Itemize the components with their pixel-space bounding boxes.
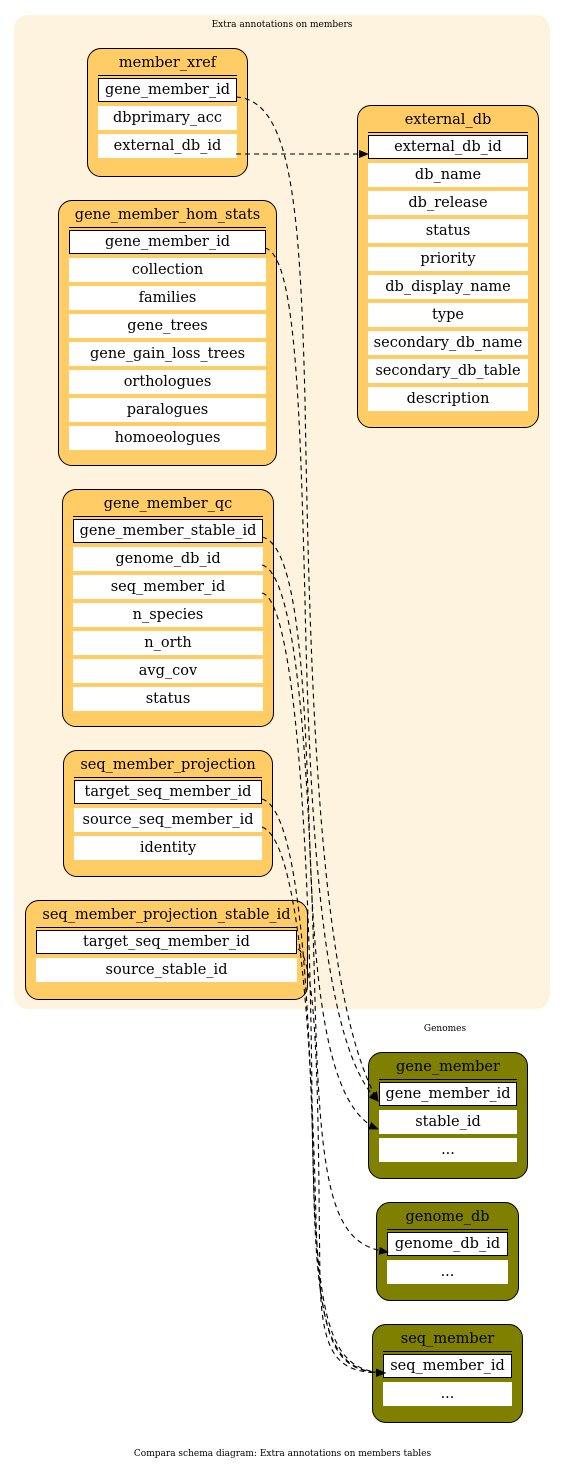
column-external-db-id[interactable]: external_db_id [98, 134, 237, 158]
column-secondary-db-name[interactable]: secondary_db_name [368, 331, 528, 355]
edge-projection-target-to-seq-member [261, 798, 386, 1377]
column-avg-cov[interactable]: avg_cov [73, 659, 263, 683]
column-db-display-name[interactable]: db_display_name [368, 275, 528, 299]
table-name: seq_member_projection [80, 757, 256, 773]
column-orthologues[interactable]: orthologues [69, 370, 266, 394]
column-db-release[interactable]: db_release [368, 191, 528, 215]
column-families[interactable]: families [69, 286, 266, 310]
column-n-species[interactable]: n_species [73, 603, 263, 627]
table-name: seq_member_projection_stable_id [42, 907, 291, 923]
column-description[interactable]: description [368, 387, 528, 411]
table-name: external_db [404, 112, 492, 128]
table-seq-member[interactable]: seq_member seq_member_id ... [372, 1324, 523, 1423]
edge-projection-stable-target-to-seq-member [297, 948, 386, 1377]
column-gene-member-id[interactable]: gene_member_id [98, 78, 237, 102]
table-gene-member[interactable]: gene_member gene_member_id stable_id ... [368, 1052, 528, 1179]
column-collection[interactable]: collection [69, 258, 266, 282]
table-gene-member-hom-stats[interactable]: gene_member_hom_stats gene_member_id col… [58, 200, 277, 466]
edge-qc-to-gene-member-stable-id [261, 536, 379, 1130]
column-identity[interactable]: identity [74, 836, 262, 860]
table-name: gene_member [396, 1059, 500, 1075]
column-paralogues[interactable]: paralogues [69, 398, 266, 422]
column-n-orth[interactable]: n_orth [73, 631, 263, 655]
table-external-db[interactable]: external_db external_db_id db_name db_re… [357, 105, 539, 428]
column-stable-id[interactable]: stable_id [379, 1110, 517, 1134]
column-gene-member-id[interactable]: gene_member_id [69, 230, 266, 254]
column-seq-member-id[interactable]: seq_member_id [383, 1354, 512, 1378]
cluster-title-genomes: Genomes [423, 1024, 467, 1034]
column-target-seq-member-id[interactable]: target_seq_member_id [36, 930, 297, 954]
column-source-seq-member-id[interactable]: source_seq_member_id [74, 808, 262, 832]
table-seq-member-projection-stable-id[interactable]: seq_member_projection_stable_id target_s… [25, 900, 308, 1000]
column-dbprimary-acc[interactable]: dbprimary_acc [98, 106, 237, 130]
edge-projection-source-to-seq-member [261, 826, 386, 1377]
cluster-title-extra-annotations: Extra annotations on members [211, 20, 353, 30]
column-ellipsis: ... [379, 1138, 517, 1162]
table-member-xref[interactable]: member_xref gene_member_id dbprimary_acc… [87, 48, 248, 177]
table-gene-member-qc[interactable]: gene_member_qc gene_member_stable_id gen… [62, 489, 274, 727]
column-seq-member-id[interactable]: seq_member_id [73, 575, 263, 599]
column-source-stable-id[interactable]: source_stable_id [36, 958, 297, 982]
column-type[interactable]: type [368, 303, 528, 327]
table-name: seq_member [400, 1331, 495, 1347]
table-name: gene_member_qc [103, 496, 233, 512]
edge-qc-to-seq-member [261, 592, 386, 1377]
diagram-caption: Compara schema diagram: Extra annotation… [133, 1449, 432, 1459]
edge-member-xref-to-gene-member [235, 96, 379, 1102]
column-gene-gain-loss-trees[interactable]: gene_gain_loss_trees [69, 342, 266, 366]
column-ellipsis: ... [387, 1260, 508, 1284]
column-genome-db-id[interactable]: genome_db_id [387, 1232, 508, 1256]
column-priority[interactable]: priority [368, 247, 528, 271]
column-status[interactable]: status [73, 687, 263, 711]
edge-qc-to-genome-db [261, 564, 389, 1255]
column-target-seq-member-id[interactable]: target_seq_member_id [74, 780, 262, 804]
table-name: genome_db [405, 1209, 490, 1225]
column-ellipsis: ... [383, 1382, 512, 1406]
table-seq-member-projection[interactable]: seq_member_projection target_seq_member_… [63, 750, 273, 877]
column-genome-db-id[interactable]: genome_db_id [73, 547, 263, 571]
column-status[interactable]: status [368, 219, 528, 243]
column-secondary-db-table[interactable]: secondary_db_table [368, 359, 528, 383]
column-db-name[interactable]: db_name [368, 163, 528, 187]
column-gene-trees[interactable]: gene_trees [69, 314, 266, 338]
column-homoeologues[interactable]: homoeologues [69, 426, 266, 450]
table-name: gene_member_hom_stats [74, 207, 261, 223]
table-genome-db[interactable]: genome_db genome_db_id ... [376, 1202, 519, 1301]
table-name: member_xref [118, 55, 217, 71]
column-gene-member-id[interactable]: gene_member_id [379, 1082, 517, 1106]
column-external-db-id[interactable]: external_db_id [368, 135, 528, 159]
edge-hom-stats-to-gene-member [264, 247, 379, 1102]
column-gene-member-stable-id[interactable]: gene_member_stable_id [73, 519, 263, 543]
